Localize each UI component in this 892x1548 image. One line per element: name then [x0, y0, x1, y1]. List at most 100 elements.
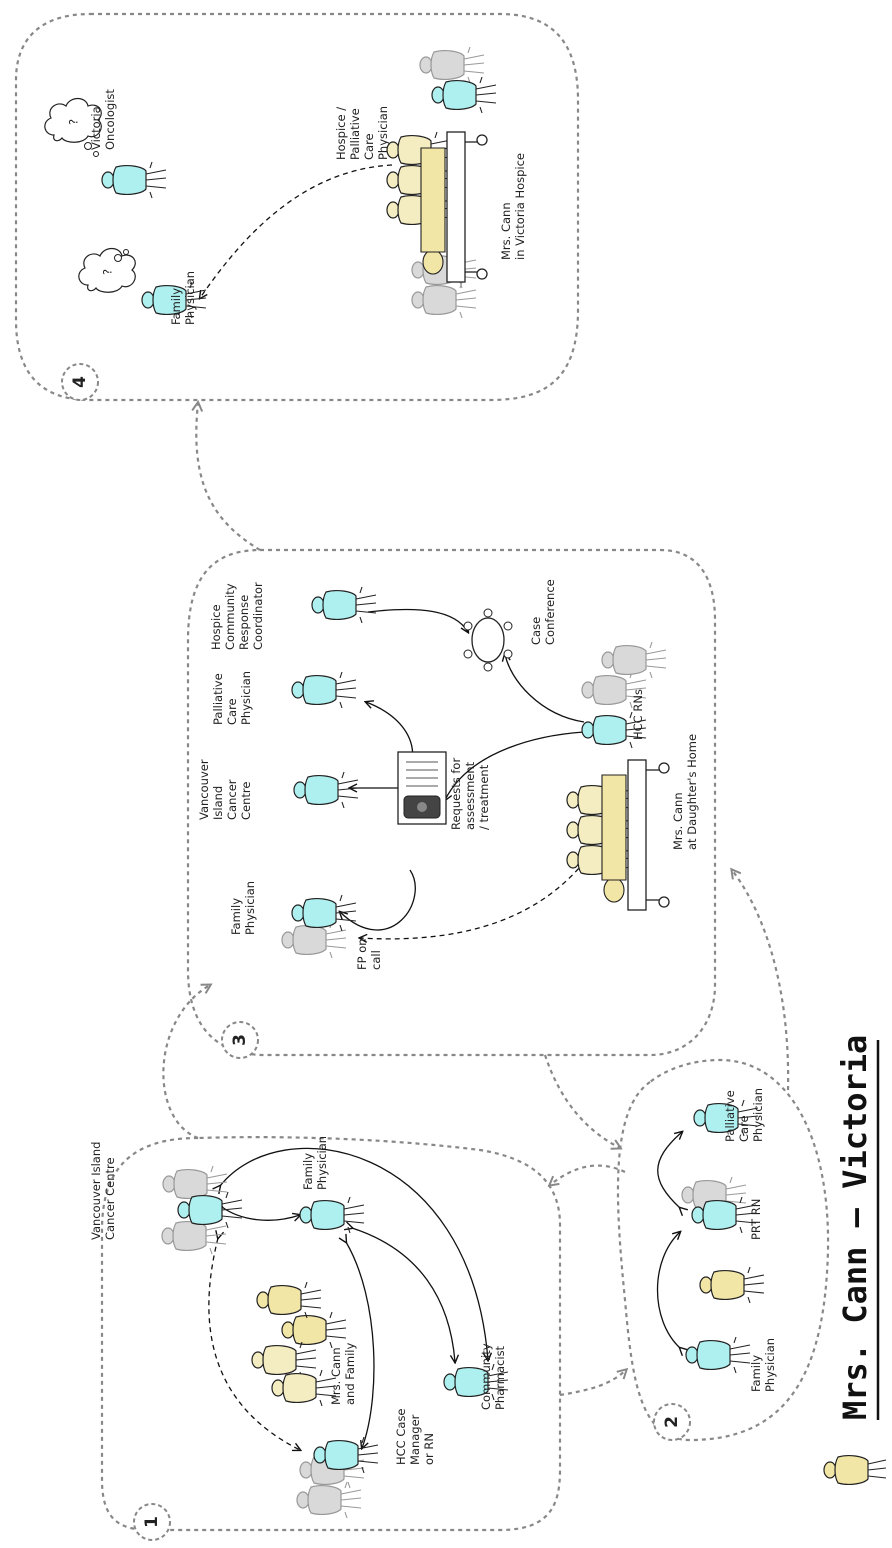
- label-conference-s3: CaseConference: [529, 579, 557, 645]
- person-hcc-manager: [313, 1436, 379, 1474]
- label-familyphys-s1-line: Physician: [315, 1136, 329, 1190]
- bed-stage4: [420, 131, 488, 283]
- label-hospice-phys-s4-line: Care: [362, 133, 376, 160]
- person-oncologist: [101, 161, 167, 199]
- label-pharmacist-s1-line: Pharmacist: [493, 1345, 507, 1410]
- label-vicc-s3: VancouverIslandCancerCentre: [197, 759, 253, 820]
- label-vicc-s3-line: Centre: [239, 782, 253, 820]
- label-coordinator-s3-line: Coordinator: [251, 582, 265, 650]
- label-patient-family-s1-line: Mrs. Cann: [329, 1347, 343, 1405]
- label-fponcall-s3-line: call: [369, 950, 383, 970]
- stage-1-badge: 1: [133, 1503, 171, 1541]
- label-coordinator-s3: HospiceCommunityResponseCoordinator: [209, 582, 265, 650]
- person-hospice-phys-ghost: [419, 46, 485, 84]
- label-patient-family-s1: Mrs. Cannand Family: [329, 1343, 357, 1405]
- region-1-outline: [100, 1136, 562, 1532]
- title-patient-icon: [823, 1455, 887, 1485]
- label-familyphys-s1-line: Family: [301, 1153, 315, 1190]
- label-patient-s4-line: in Victoria Hospice: [513, 153, 527, 260]
- label-familyphys-s3-line: Family: [229, 898, 243, 935]
- person-hospice-phys: [431, 76, 497, 114]
- label-hospice-phys-s4: Hospice /PalliativeCarePhysician: [334, 106, 390, 160]
- person-family-member-3: [256, 1281, 322, 1319]
- people-layer: [101, 46, 765, 1519]
- label-familyphys-s2-line: Family: [749, 1355, 763, 1392]
- label-pharmacist-s1: CommunityPharmacist: [479, 1343, 507, 1410]
- label-conference-s3-line: Conference: [543, 579, 557, 645]
- label-home-s3-line: Mrs. Cann: [671, 792, 685, 850]
- region-3-outline: [186, 548, 717, 1057]
- label-home-s3-line: at Daughter's Home: [685, 734, 699, 850]
- person-hcc-rn-ghost-1: [581, 671, 647, 709]
- person-hcc-rn: [581, 711, 647, 749]
- label-requests-s3-line: / treatment: [477, 764, 491, 830]
- link-s2-prt-palliative: [657, 1132, 682, 1208]
- link-familyphys-pharmacist: [352, 1228, 455, 1362]
- stage-2-number: 2: [662, 1416, 682, 1428]
- label-patient-family-s1-line: and Family: [343, 1343, 357, 1405]
- stage-2-badge: 2: [653, 1403, 691, 1441]
- person-vicc-staff-ghost-2: [161, 1217, 227, 1255]
- case-conference-icon: [463, 608, 513, 672]
- label-coordinator-s3-line: Hospice: [209, 604, 223, 650]
- label-patient-s4-line: Mrs. Cann: [499, 202, 513, 260]
- label-requests-s3-line: assessment: [463, 761, 477, 830]
- stage-4-badge: 4: [61, 363, 99, 401]
- label-coordinator-s3-line: Community: [223, 583, 237, 650]
- title-block: Mrs. Cann – Victoria: [836, 1035, 880, 1420]
- stage-3-number: 3: [230, 1034, 250, 1046]
- link-hcc-conference: [505, 654, 585, 723]
- label-prt-s2: PRT RN: [749, 1199, 763, 1240]
- region-2-outline: [616, 1058, 830, 1442]
- label-conference-s3-line: Case: [529, 617, 543, 645]
- label-vicc-s1-line: Cancer Centre: [103, 1157, 117, 1240]
- flow-1-to-2: [559, 1370, 626, 1397]
- label-patient-s4: Mrs. Cannin Victoria Hospice: [499, 153, 527, 260]
- thought-mark-oncologist: ?: [67, 119, 81, 125]
- label-vicc-s3-line: Cancer: [225, 779, 239, 820]
- label-familyphys-s4-line: Physician: [183, 271, 197, 325]
- label-oncologist-s4-line: Oncologist: [103, 89, 117, 150]
- objects: ? ?: [44, 97, 670, 911]
- label-hcc-s1-line: or RN: [422, 1433, 436, 1465]
- label-familyphys-s3-line: Physician: [243, 881, 257, 935]
- label-palliative-s2: PalliativeCarePhysician: [723, 1088, 765, 1142]
- person-palliative-s2: [693, 1099, 759, 1137]
- label-familyphys-s4-line: Family: [169, 288, 183, 325]
- person-familyphys-s1: [299, 1196, 365, 1234]
- person-coordinator: [311, 586, 377, 624]
- label-familyphys-s4: FamilyPhysician: [169, 271, 197, 325]
- thought-cloud-oncologist: ?: [44, 97, 102, 157]
- label-requests-s3-line: Requests for: [449, 758, 463, 830]
- label-palliative-s3-line: Care: [225, 698, 239, 725]
- thought-mark-familyphys: ?: [101, 269, 115, 275]
- person-hospice-ghost-1: [411, 251, 477, 289]
- person-family-s2: [699, 1266, 765, 1304]
- label-familyphys-s2-line: Physician: [763, 1338, 777, 1392]
- label-palliative-s2-line: Physician: [751, 1088, 765, 1142]
- region-4-outline: [14, 12, 580, 402]
- label-hospice-phys-s4-line: Palliative: [348, 108, 362, 160]
- label-familyphys-s1: FamilyPhysician: [301, 1136, 329, 1190]
- label-coordinator-s3-line: Response: [237, 595, 251, 650]
- label-home-s3: Mrs. Cannat Daughter's Home: [671, 734, 699, 850]
- person-vicc-s3: [293, 771, 359, 809]
- label-palliative-s2-line: Palliative: [723, 1090, 737, 1142]
- stage-4-number: 4: [70, 376, 90, 388]
- label-hcc-s1-line: Manager: [408, 1414, 422, 1465]
- flow-3-to-2: [543, 1054, 620, 1148]
- label-oncologist-s4: VictoriaOncologist: [89, 89, 117, 150]
- label-vicc-s1: Vancouver IslandCancer Centre: [89, 1142, 117, 1240]
- label-oncologist-s4-line: Victoria: [89, 106, 103, 150]
- region-outlines: [14, 12, 830, 1532]
- person-familyphys-s4: [141, 281, 207, 319]
- label-familyphys-s3: FamilyPhysician: [229, 881, 257, 935]
- label-familyphys-s2: FamilyPhysician: [749, 1338, 777, 1392]
- stage-1-number: 1: [142, 1516, 162, 1528]
- fax-document-icon: [397, 751, 447, 825]
- link-home-familyphys: [360, 831, 606, 939]
- person-hcc-ghost-2: [296, 1481, 362, 1519]
- stage-3-badge: 3: [221, 1021, 259, 1059]
- label-prt-s2-line: PRT RN: [749, 1199, 763, 1240]
